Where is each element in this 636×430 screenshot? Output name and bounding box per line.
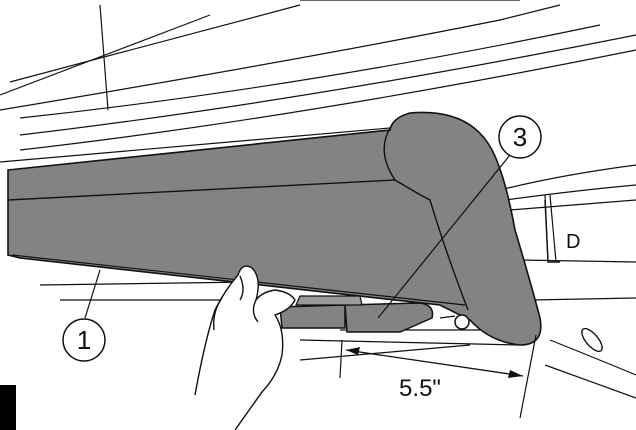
dimension-label: 5.5"	[399, 375, 441, 402]
callout-leaders	[84, 154, 511, 319]
callout-3: 3	[498, 115, 542, 159]
dimension-indicator: 5.5"	[339, 334, 537, 419]
bolt-head-icon	[454, 314, 470, 330]
callout-3-label: 3	[513, 122, 527, 152]
bracket-slot	[544, 199, 603, 353]
vehicle-body-lines	[0, 0, 636, 399]
part-1-rail-cover	[7, 111, 542, 346]
corner-block	[0, 385, 16, 430]
side-mark-label: D	[566, 231, 580, 253]
arrow-left-icon	[346, 347, 360, 355]
callout-1-label: 1	[77, 325, 91, 355]
hand-illustration	[194, 265, 296, 430]
arrow-right-icon	[508, 370, 523, 378]
callout-1: 1	[62, 318, 106, 362]
part-3-bracket	[279, 295, 470, 333]
